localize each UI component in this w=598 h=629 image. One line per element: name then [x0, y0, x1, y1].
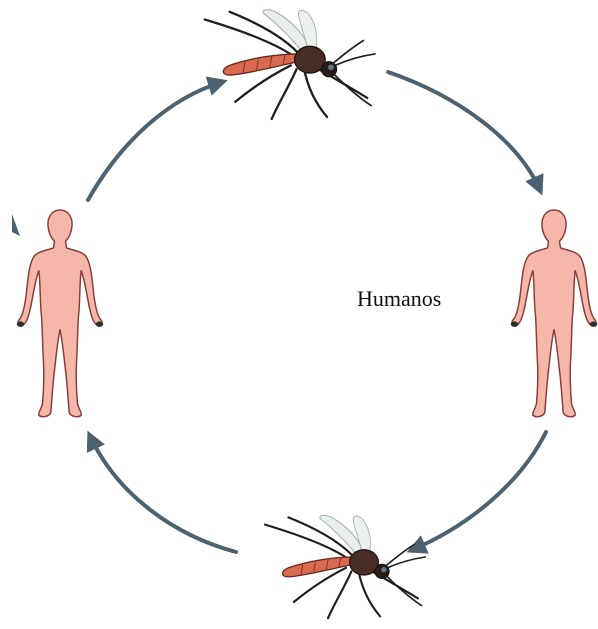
left-edge-mark [12, 214, 20, 236]
mosquito-bottom [265, 515, 425, 618]
human-left [17, 210, 103, 417]
mosquito-top [205, 10, 375, 119]
arrow-bottom-mosquito-to-left [90, 436, 236, 552]
humanos-label: Humanos [357, 286, 441, 311]
arrow-right-to-bottom-mosquito [412, 432, 546, 550]
arrow-top-mosquito-to-right [388, 72, 540, 190]
cycle-arrows [88, 72, 546, 552]
human-right [511, 210, 597, 417]
arrow-left-to-top-mosquito [88, 82, 222, 200]
